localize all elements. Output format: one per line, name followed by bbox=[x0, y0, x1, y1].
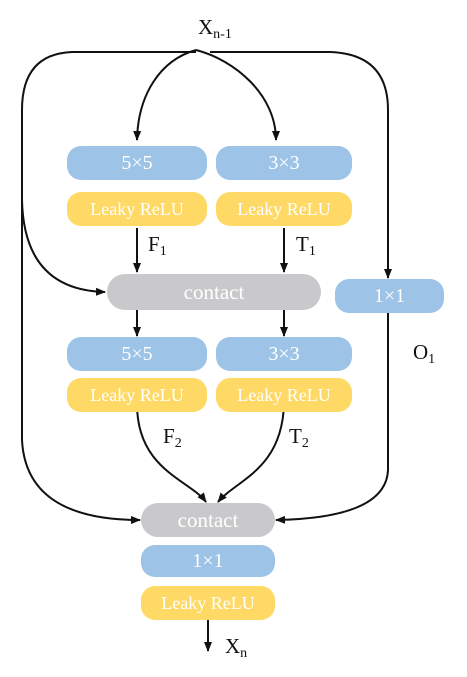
label-T1: T1 bbox=[296, 232, 316, 259]
edge-input-to-5x5 bbox=[133, 49, 197, 141]
conv-1x1-right: 1×1 bbox=[335, 279, 444, 313]
edge-input-to-3x3 bbox=[195, 49, 280, 141]
edge-input-to-right-1x1 bbox=[210, 51, 392, 279]
label-F1: F1 bbox=[148, 232, 167, 259]
contact-node-1: contact bbox=[107, 274, 321, 310]
leaky-relu-left-block1: Leaky ReLU bbox=[67, 192, 207, 226]
leaky-relu-middle-block2: Leaky ReLU bbox=[216, 378, 352, 412]
label-O1: O1 bbox=[413, 340, 436, 367]
conv-3x3-block2: 3×3 bbox=[216, 337, 352, 371]
conv-3x3-block1: 3×3 bbox=[216, 146, 352, 180]
conv-1x1-final: 1×1 bbox=[141, 545, 275, 577]
conv-5x5-block1: 5×5 bbox=[67, 146, 207, 180]
output-label: Xn bbox=[225, 634, 248, 661]
label-F2: F2 bbox=[163, 424, 182, 451]
leaky-relu-middle-block1: Leaky ReLU bbox=[216, 192, 352, 226]
edge-input-skip-to-contact2 bbox=[21, 200, 141, 524]
input-label: Xn-1 bbox=[198, 15, 232, 42]
conv-5x5-block2: 5×5 bbox=[67, 337, 207, 371]
label-T2: T2 bbox=[289, 424, 309, 451]
edge-F2 bbox=[136, 403, 207, 503]
contact-node-2: contact bbox=[141, 503, 275, 537]
edge-T2 bbox=[217, 403, 285, 503]
edge-O1 bbox=[275, 312, 389, 524]
leaky-relu-final: Leaky ReLU bbox=[141, 586, 275, 620]
leaky-relu-left-block2: Leaky ReLU bbox=[67, 378, 207, 412]
